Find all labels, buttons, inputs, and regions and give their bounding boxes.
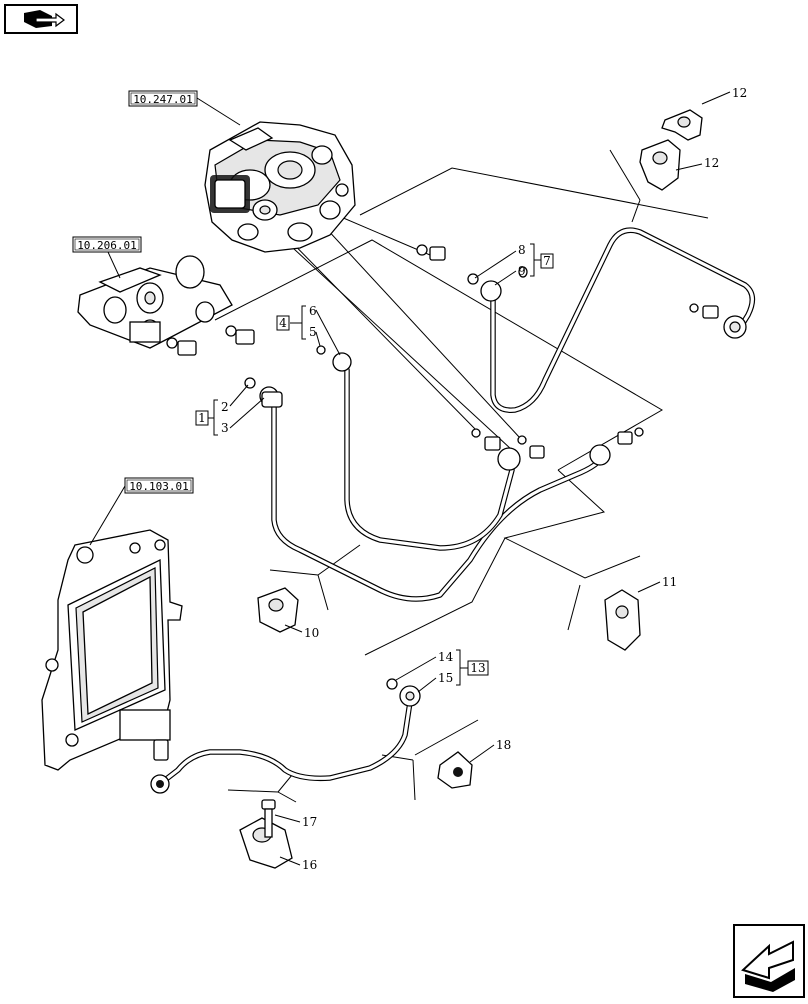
ref-ecu: 10.103.01 — [129, 480, 189, 493]
pipe-clips — [239, 109, 703, 869]
callout-10: 10 — [304, 626, 319, 640]
back-navigation-button[interactable] — [733, 924, 805, 998]
callout-labels: 12 12 7 8 9 4 6 5 1 2 3 11 — [195, 86, 747, 872]
callout-9: 9 — [518, 264, 526, 278]
callout-12b: 12 — [704, 156, 719, 170]
callout-18: 18 — [496, 738, 511, 752]
callout-3: 3 — [221, 421, 229, 435]
fittings — [150, 244, 747, 794]
callout-13: 13 — [470, 661, 485, 675]
callout-16: 16 — [302, 858, 317, 872]
callout-5: 5 — [309, 325, 317, 339]
back-arrow-icon — [741, 940, 795, 992]
callout-6: 6 — [309, 304, 317, 318]
callout-7: 7 — [543, 254, 551, 268]
ref-filter-head: 10.206.01 — [77, 239, 137, 252]
fuel-filter-head[interactable] — [77, 255, 233, 349]
callout-15: 15 — [438, 671, 453, 685]
book-navigation-button[interactable] — [4, 4, 78, 34]
callout-12a: 12 — [732, 86, 747, 100]
callout-4: 4 — [279, 316, 287, 330]
book-arrow-icon — [24, 10, 65, 28]
callout-1: 1 — [198, 411, 206, 425]
callout-2: 2 — [221, 400, 229, 414]
callout-8: 8 — [518, 243, 526, 257]
ref-fuel-pump: 10.247.01 — [133, 93, 193, 106]
high-pressure-fuel-pump[interactable] — [204, 121, 356, 253]
callout-17: 17 — [302, 815, 317, 829]
callout-11: 11 — [662, 575, 677, 589]
engine-control-unit[interactable] — [41, 529, 183, 771]
reference-labels: 10.247.01 10.206.01 10.103.01 — [72, 90, 241, 546]
callout-14: 14 — [438, 650, 454, 664]
fuel-pipes — [162, 227, 756, 783]
